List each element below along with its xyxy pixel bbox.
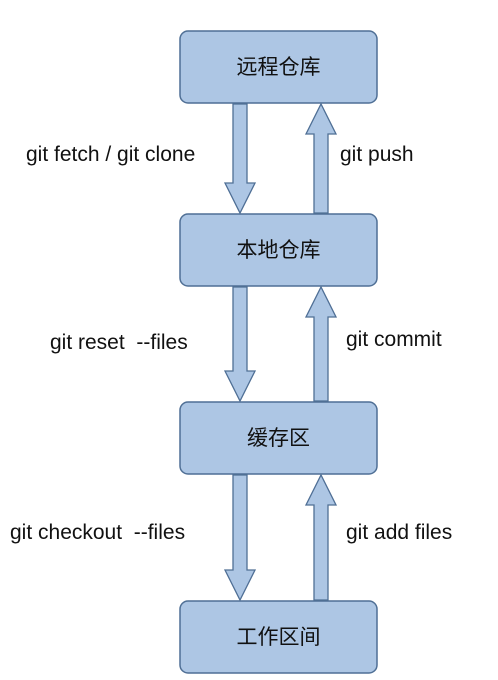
staging-area-box — [179, 401, 378, 475]
workspace-box — [179, 600, 378, 674]
checkout-arrow — [223, 474, 257, 602]
staging-area-label: 缓存区 — [247, 426, 310, 450]
add-arrow — [304, 473, 338, 601]
local-repo-box — [179, 213, 378, 287]
push-arrow — [304, 102, 338, 214]
reset-label: git reset --files — [50, 331, 188, 354]
workspace-label: 工作区间 — [237, 625, 321, 649]
local-repo-label: 本地仓库 — [237, 238, 321, 262]
reset-arrow — [223, 286, 257, 403]
commit-arrow — [304, 285, 338, 402]
commit-label: git commit — [346, 328, 442, 351]
remote-repo-label: 远程仓库 — [237, 55, 321, 79]
fetch-clone-arrow — [223, 103, 257, 215]
push-label: git push — [340, 143, 414, 166]
fetch-clone-label: git fetch / git clone — [26, 143, 195, 166]
checkout-label: git checkout --files — [10, 521, 185, 544]
remote-repo-box — [179, 30, 378, 104]
add-label: git add files — [346, 521, 452, 544]
